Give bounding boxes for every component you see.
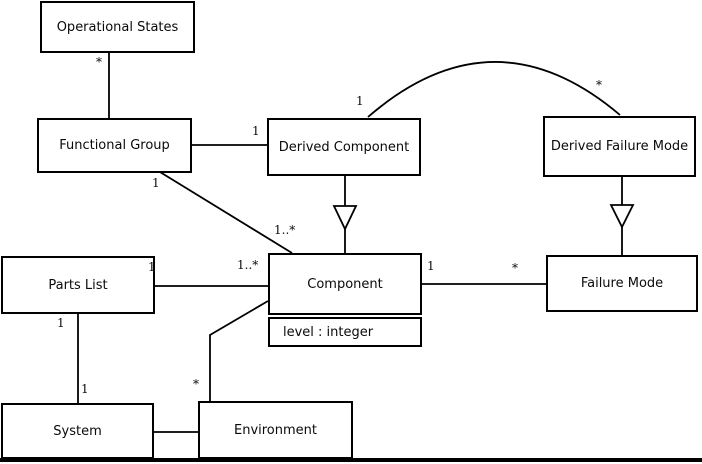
multiplicity-label: 1 bbox=[427, 259, 435, 273]
multiplicity-label: 1 bbox=[81, 382, 89, 396]
multiplicity-label: 1..* bbox=[237, 258, 259, 272]
class-box-failure-mode[interactable]: Failure Mode bbox=[546, 255, 698, 312]
attribute-label-level-integer: level : integer bbox=[283, 324, 374, 340]
canvas-bottom-border bbox=[0, 458, 702, 462]
class-box-derived-failure-mode[interactable]: Derived Failure Mode bbox=[543, 116, 696, 177]
class-box-operational-states[interactable]: Operational States bbox=[40, 1, 195, 53]
multiplicity-label: 1 bbox=[148, 260, 156, 274]
generalization-triangle-icon bbox=[609, 204, 635, 230]
class-label-parts-list: Parts List bbox=[48, 277, 108, 293]
class-box-environment[interactable]: Environment bbox=[198, 401, 353, 459]
connector-functional-group-component bbox=[159, 171, 293, 254]
class-box-parts-list[interactable]: Parts List bbox=[1, 256, 155, 314]
multiplicity-label: 1 bbox=[152, 176, 160, 190]
class-label-operational-states: Operational States bbox=[56, 19, 179, 35]
class-label-derived-failure-mode: Derived Failure Mode bbox=[550, 139, 689, 154]
class-box-derived-component[interactable]: Derived Component bbox=[267, 118, 421, 176]
class-label-environment: Environment bbox=[233, 422, 317, 438]
class-box-component[interactable]: Component bbox=[268, 253, 422, 315]
class-label-derived-component: Derived Component bbox=[278, 139, 410, 155]
class-label-failure-mode: Failure Mode bbox=[580, 276, 664, 291]
connector-environment-component bbox=[209, 300, 269, 401]
class-label-functional-group: Functional Group bbox=[59, 138, 170, 153]
multiplicity-label: * bbox=[596, 78, 602, 92]
multiplicity-label: 1..* bbox=[274, 223, 296, 237]
connector-derived-component-derived-failure-mode-arc bbox=[367, 61, 621, 118]
class-box-functional-group[interactable]: Functional Group bbox=[37, 118, 192, 173]
multiplicity-label: 1 bbox=[356, 94, 364, 108]
generalization-triangle-icon bbox=[332, 205, 358, 232]
multiplicity-label: * bbox=[96, 55, 102, 69]
class-label-component: Component bbox=[307, 276, 383, 292]
class-label-system: System bbox=[53, 423, 102, 439]
multiplicity-label: * bbox=[512, 261, 518, 275]
class-box-system[interactable]: System bbox=[1, 403, 154, 459]
multiplicity-label: 1 bbox=[57, 316, 65, 330]
multiplicity-label: * bbox=[193, 377, 199, 391]
class-attribute-compartment-component[interactable]: level : integer bbox=[268, 317, 422, 347]
multiplicity-label: 1 bbox=[252, 124, 260, 138]
